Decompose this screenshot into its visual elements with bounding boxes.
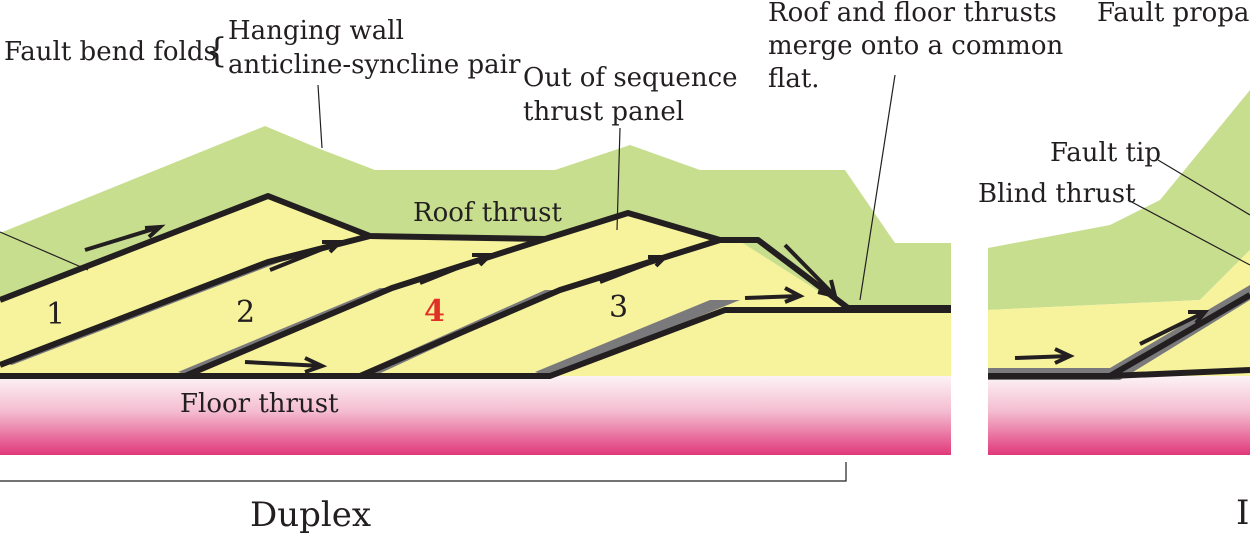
- fault-propagation-label: Fault propag: [1097, 0, 1250, 28]
- roof-floor-label-line3: flat.: [768, 64, 820, 94]
- imbricate-thrust-2: [183, 236, 546, 379]
- right-yellow-layer: [988, 250, 1250, 376]
- right-leader-lines: [1127, 159, 1250, 266]
- cover-layer: [0, 126, 951, 310]
- roof-floor-label-line2: merge onto a common: [768, 31, 1063, 61]
- roof-thrust-label: Roof thrust: [413, 198, 562, 228]
- panel-number-1: 1: [46, 297, 65, 332]
- right-thrust-lines: [988, 292, 1250, 379]
- right-gray-bed: [988, 285, 1250, 380]
- right-caption-partial: I: [1236, 493, 1249, 533]
- hanging-wall-label-line1: Hanging wall: [228, 16, 404, 46]
- floor-thrust-label: Floor thrust: [180, 389, 339, 419]
- roof-thrust-line: [0, 193, 951, 311]
- fault-propagation-cross-section: Fault tip Blind thrust I: [978, 90, 1250, 533]
- roof-floor-label-line1: Roof and floor thrusts: [768, 0, 1057, 28]
- panel-number-4: 4: [424, 294, 445, 329]
- panel-number-2: 2: [236, 295, 255, 330]
- duplex-caption: Duplex: [250, 495, 371, 535]
- blind-thrust-label: Blind thrust: [978, 179, 1136, 209]
- fault-bend-folds-label: Fault bend folds: [4, 37, 217, 67]
- right-cover-layer: [988, 90, 1250, 310]
- hanging-wall-label-line2: anticline-syncline pair: [228, 50, 521, 80]
- out-of-sequence-label-line1: Out of sequence: [523, 63, 738, 93]
- floor-thrust-line: [0, 307, 951, 379]
- basement-layer: [0, 376, 951, 455]
- duplex-bracket: [0, 462, 847, 482]
- brace-glyph: {: [206, 31, 228, 71]
- fault-tip-label: Fault tip: [1050, 138, 1161, 168]
- right-slip-arrows: [1014, 310, 1210, 365]
- duplex-cross-section: 1 2 4 3 Roof thrust Floor thrust Duplex: [0, 74, 951, 535]
- out-of-sequence-label-line2: thrust panel: [523, 97, 684, 127]
- right-basement-layer: [988, 376, 1250, 455]
- slip-arrows: [84, 224, 838, 374]
- leader-lines: [0, 74, 896, 301]
- panel-number-3: 3: [609, 290, 628, 325]
